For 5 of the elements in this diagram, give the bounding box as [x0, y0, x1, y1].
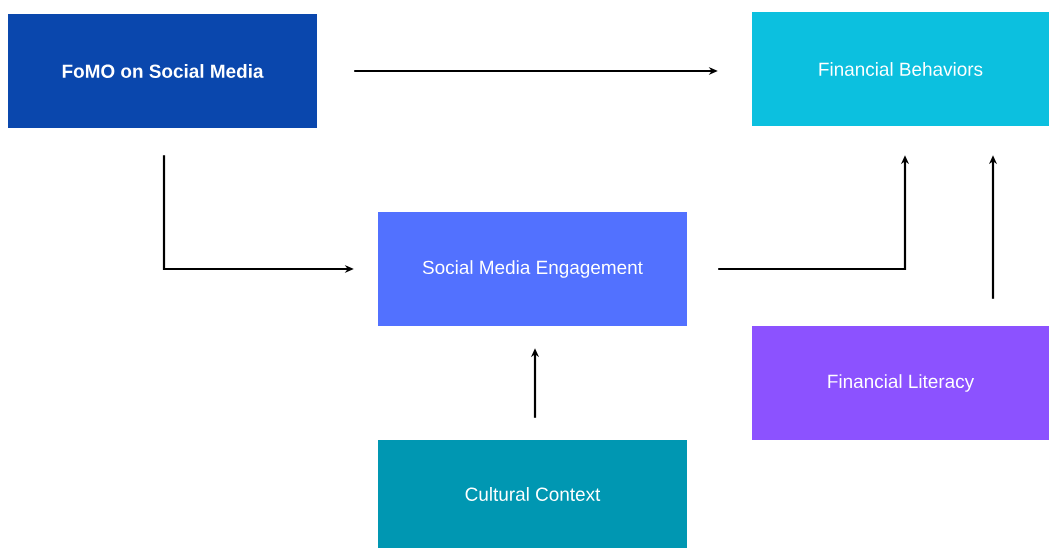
process-box: FoMO on Social Media [8, 14, 317, 128]
process-box: Social Media Engagement [378, 212, 687, 326]
process-box: Financial Behaviors [752, 12, 1049, 126]
process-box: Financial Literacy [752, 326, 1049, 440]
process-box: Cultural Context [378, 440, 687, 548]
